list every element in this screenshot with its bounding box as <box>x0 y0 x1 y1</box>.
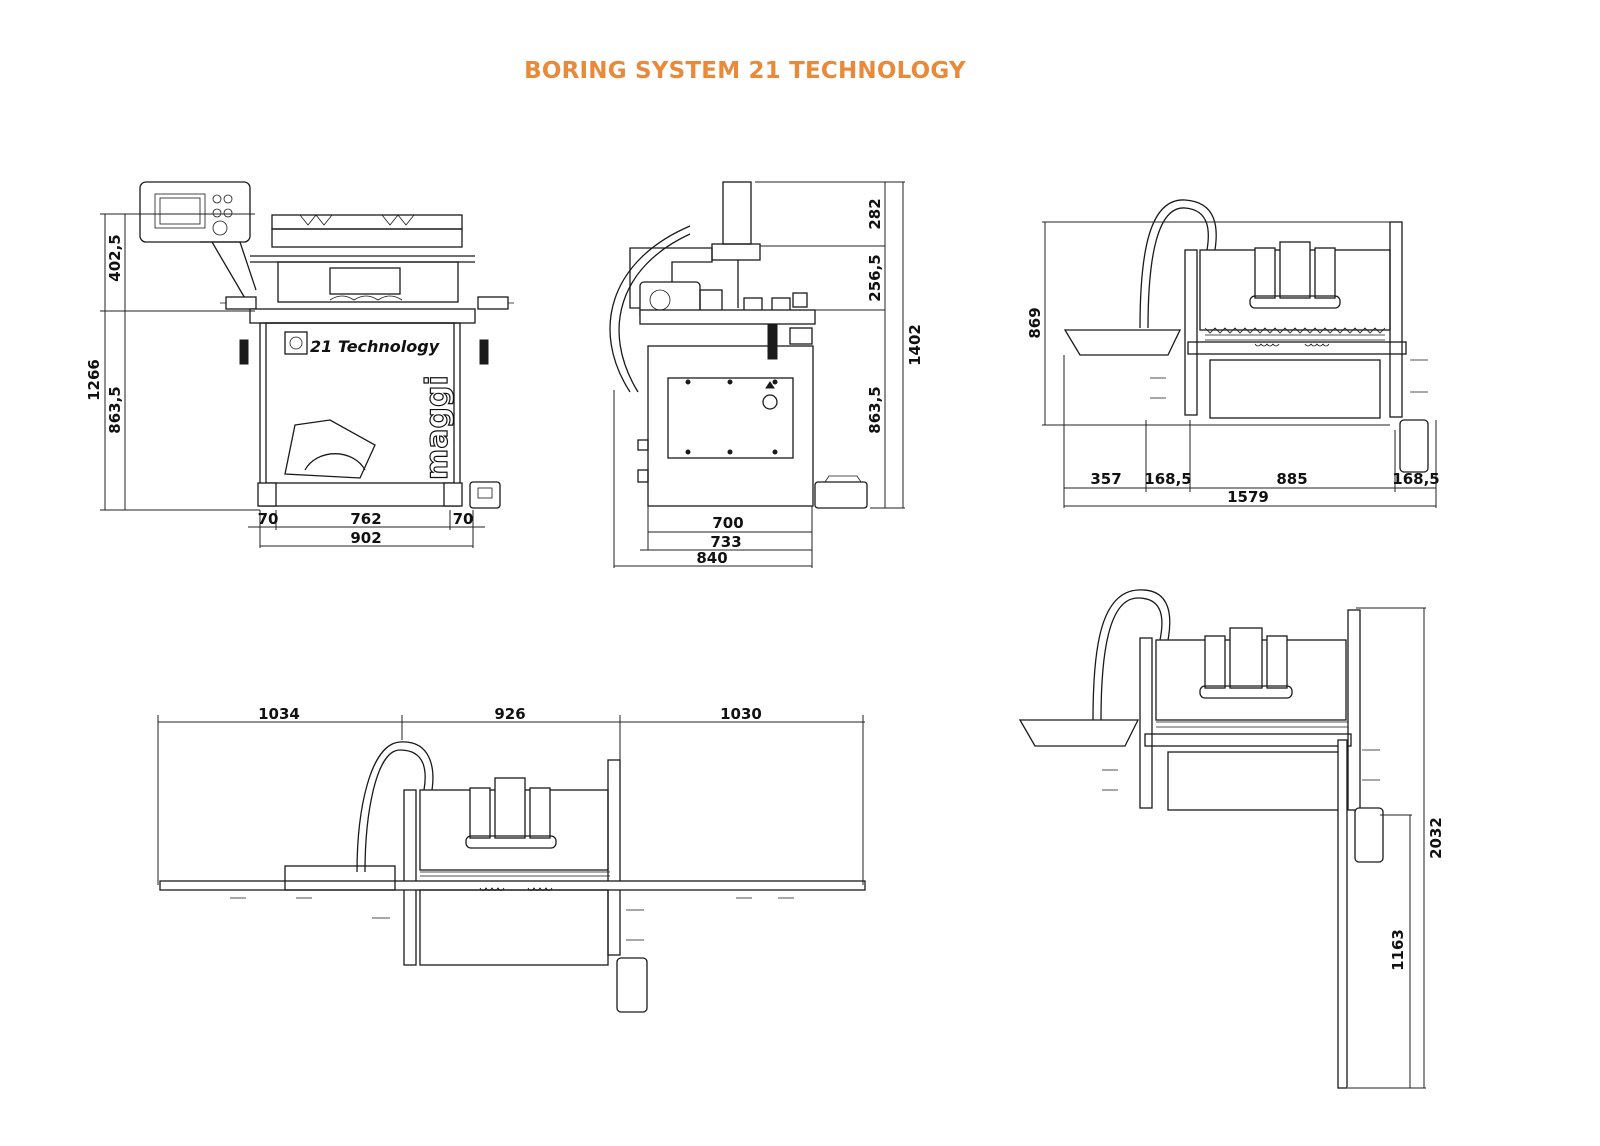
dim-front-w-left: 70 <box>258 510 279 528</box>
dim-fence-total: 2032 <box>1427 817 1445 859</box>
dim-side-w-c: 840 <box>696 549 727 567</box>
top-view-extended: 1034 926 1030 <box>157 705 866 1013</box>
maker-logo: maggi <box>420 375 455 480</box>
dim-fence-length: 1163 <box>1389 929 1407 971</box>
brand-logo: 21 Technology <box>310 337 440 356</box>
top-view-fence: 2032 1163 <box>1018 589 1445 1089</box>
dim-ext-mid: 926 <box>494 705 525 723</box>
dim-front-h-top: 402,5 <box>106 234 124 281</box>
dim-side-h-total: 1402 <box>906 324 924 366</box>
top-view-right: 869 357 168,5 885 168,5 1579 <box>1026 199 1440 508</box>
dim-side-h-top: 282 <box>866 198 884 229</box>
dim-front-w-total: 902 <box>350 529 381 547</box>
dim-ext-right: 1030 <box>720 705 762 723</box>
dim-side-h-base: 863,5 <box>866 386 884 433</box>
dim-side-h-mid: 256,5 <box>866 254 884 301</box>
dim-front-w-mid: 762 <box>350 510 381 528</box>
front-view: 21 Technology maggi 1266 402,5 863,5 70 … <box>85 181 514 548</box>
dim-top-depth: 869 <box>1026 307 1044 338</box>
dim-top-w-total: 1579 <box>1227 488 1269 506</box>
dim-front-h-base: 863,5 <box>106 386 124 433</box>
dim-side-w-a: 700 <box>712 514 743 532</box>
dim-ext-left: 1034 <box>258 705 300 723</box>
dim-top-w-a: 357 <box>1090 470 1121 488</box>
dim-top-w-b: 168,5 <box>1144 470 1191 488</box>
side-view: 282 256,5 863,5 1402 700 733 840 <box>609 181 924 568</box>
dim-top-w-c: 885 <box>1276 470 1307 488</box>
page-title: BORING SYSTEM 21 TECHNOLOGY <box>524 58 966 84</box>
dim-top-w-d: 168,5 <box>1392 470 1439 488</box>
dim-front-w-right: 70 <box>453 510 474 528</box>
dim-front-h-total: 1266 <box>85 359 103 401</box>
dim-side-w-b: 733 <box>710 533 741 551</box>
